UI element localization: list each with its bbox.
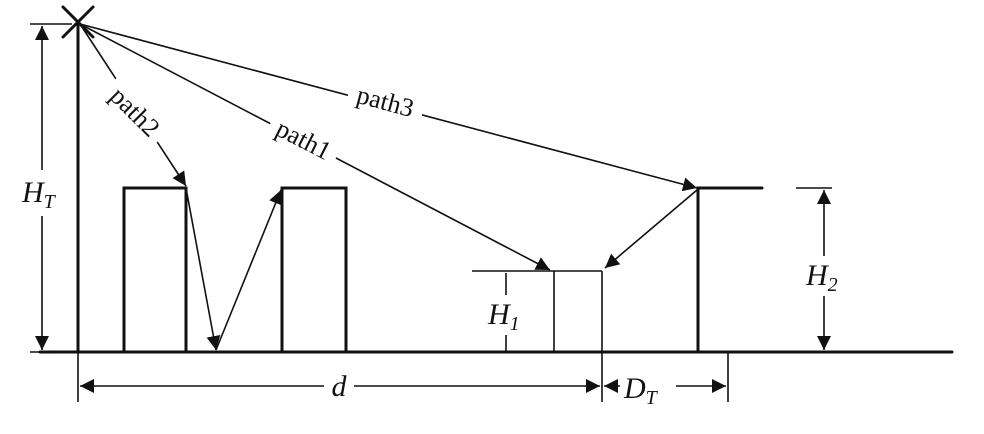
transmitter-antenna-icon <box>61 5 95 39</box>
building-right <box>696 186 764 354</box>
h2-label: H2 <box>805 259 838 296</box>
path2-ray-up <box>215 189 283 351</box>
path1-label: path1 <box>271 114 336 166</box>
path3-ray-out <box>604 189 698 269</box>
building-middle <box>280 186 348 354</box>
ht-label: HT <box>21 176 57 213</box>
dt-label: DT <box>623 372 659 409</box>
h1-label: H1 <box>487 298 520 335</box>
path3-label: path3 <box>354 80 417 123</box>
path2-ray-down <box>185 187 221 351</box>
d-label: d <box>332 370 348 403</box>
building-left <box>122 186 188 354</box>
